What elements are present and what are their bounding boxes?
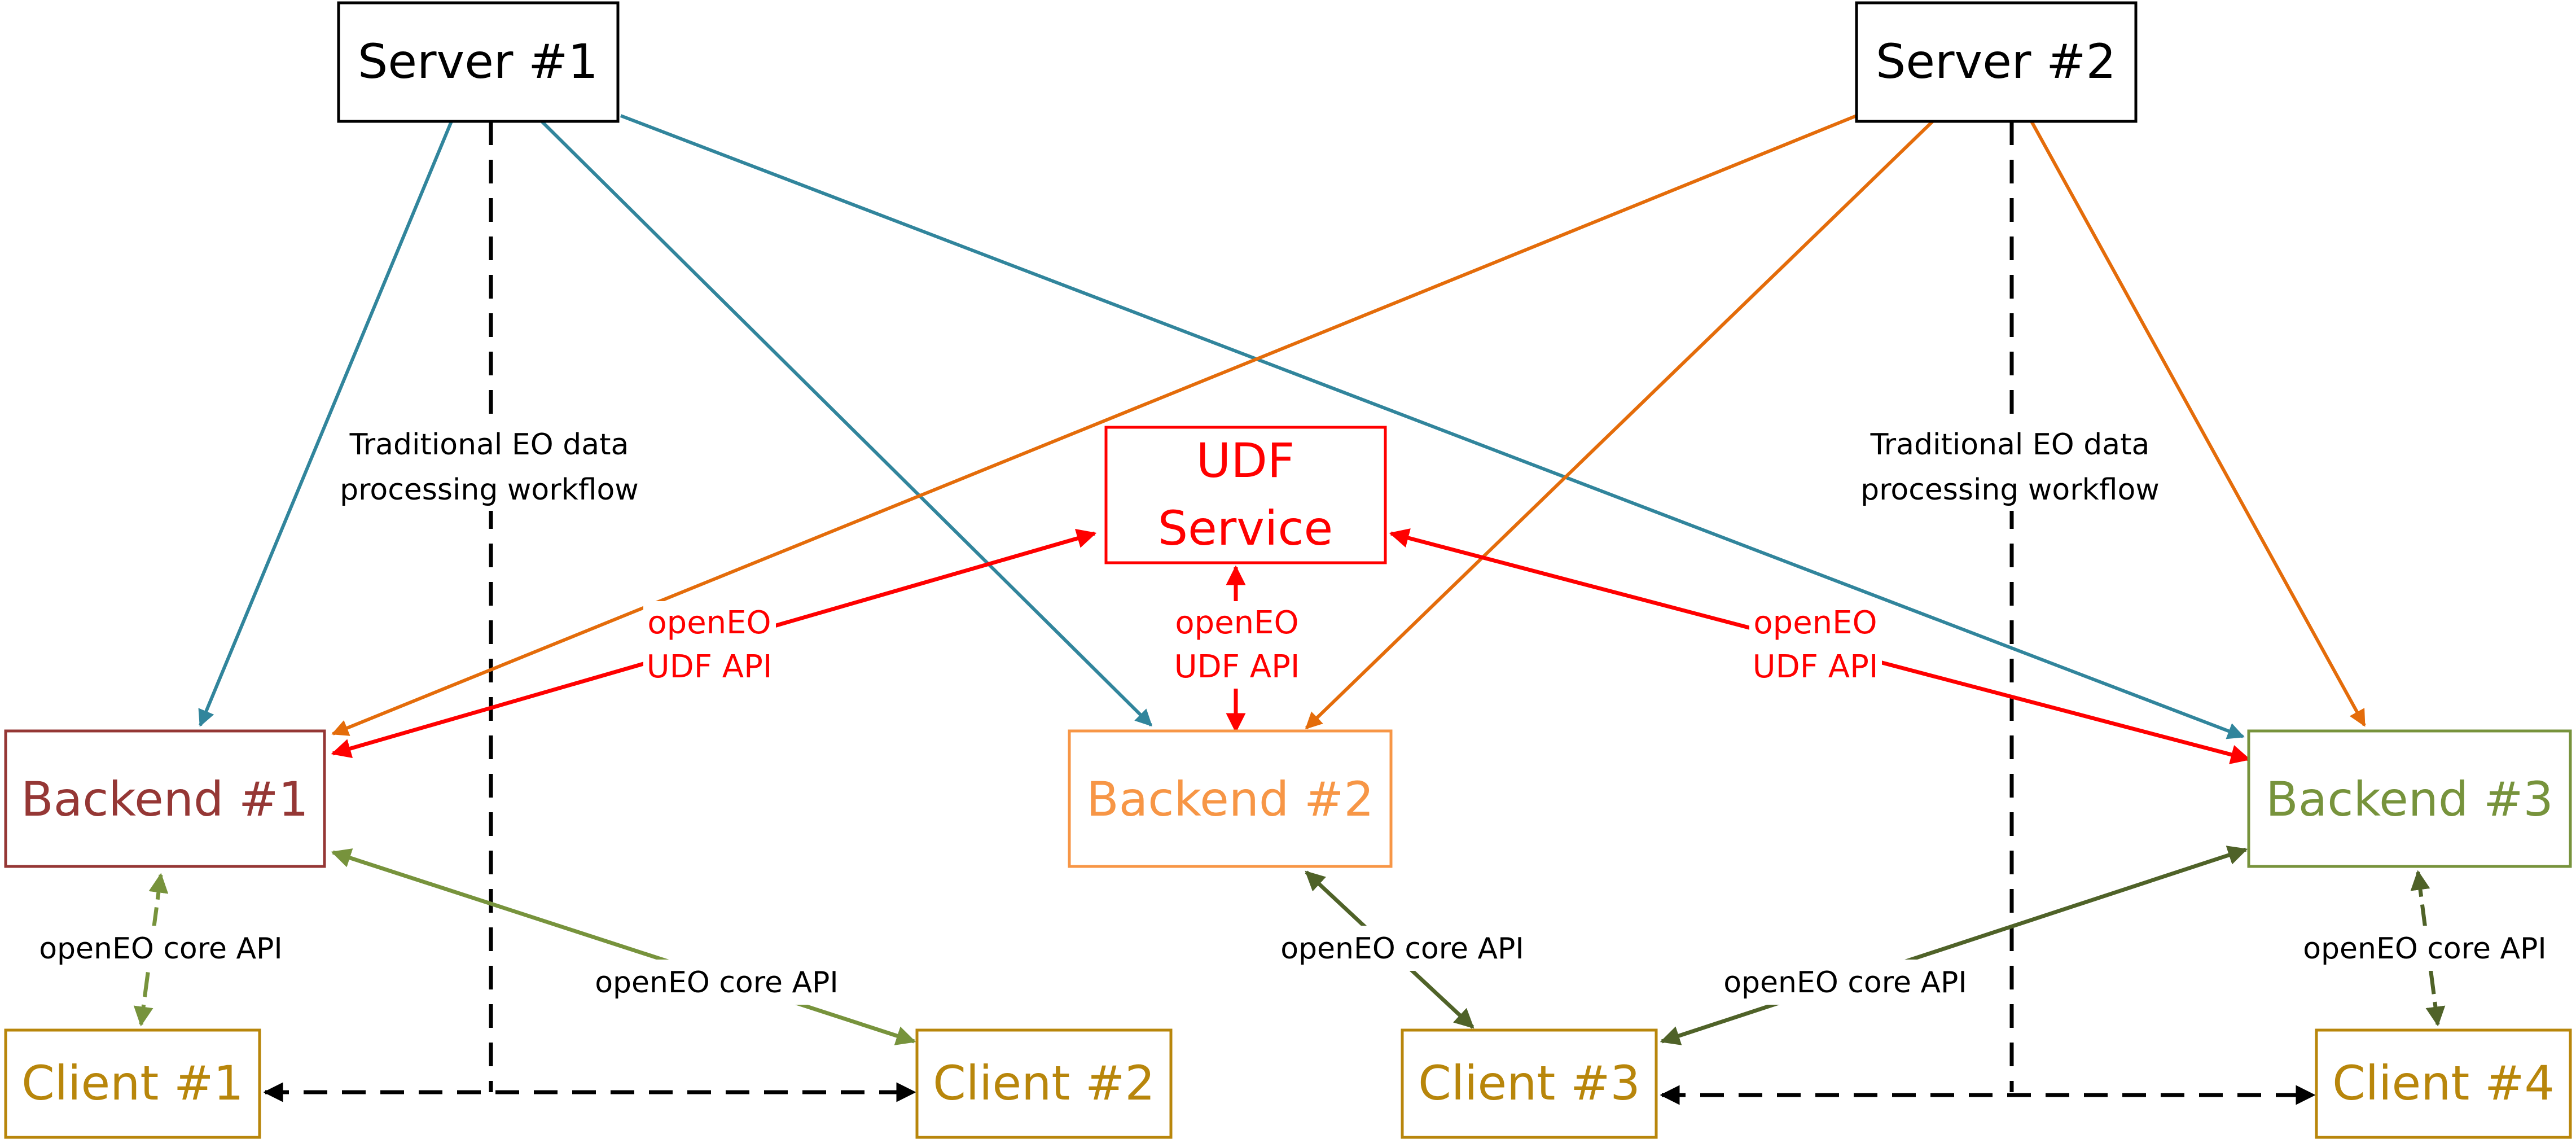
core-api-label-1: openEO core API: [14, 926, 308, 971]
udf-api-label-left: openEO UDF API: [643, 601, 776, 689]
client1-label: Client #1: [21, 1056, 244, 1111]
client4-label: Client #4: [2332, 1056, 2555, 1111]
client3-node: Client #3: [1401, 1028, 1658, 1139]
client4-node: Client #4: [2315, 1028, 2572, 1139]
core-api-2-text: openEO core API: [595, 966, 839, 1000]
server1-label: Server #1: [358, 34, 598, 89]
core-api-4-text: openEO core API: [1723, 966, 1967, 1000]
udf-api-right-line1: openEO: [1753, 605, 1877, 641]
workflow-left-line1: Traditional EO data: [349, 428, 629, 462]
core-api-1-text: openEO core API: [39, 932, 283, 966]
core-api-3-text: openEO core API: [1280, 932, 1524, 966]
client3-label: Client #3: [1418, 1056, 1640, 1111]
udf-service-node: UDF Service: [1104, 426, 1387, 564]
udf-label-line2: Service: [1158, 501, 1333, 556]
server1-backend1-arrow: [198, 120, 453, 727]
udf-api-center-line2: UDF API: [1174, 649, 1300, 685]
workflow-left-line2: processing workflow: [340, 473, 639, 507]
backend1-label: Backend #1: [21, 772, 309, 827]
client2-node: Client #2: [915, 1028, 1173, 1139]
udf-api-center-line1: openEO: [1175, 605, 1298, 641]
server2-node: Server #2: [1855, 1, 2138, 123]
backend3-client3-arrow: [1660, 846, 2248, 1045]
udf-label-line1: UDF: [1196, 433, 1294, 488]
udf-api-right-line2: UDF API: [1753, 649, 1879, 685]
workflow-label-left: Traditional EO data processing workflow: [333, 421, 649, 511]
backend2-node: Backend #2: [1068, 729, 1393, 868]
workflow-right-line1: Traditional EO data: [1870, 428, 2150, 462]
server2-label: Server #2: [1876, 34, 2116, 89]
workflow-right-line2: processing workflow: [1860, 473, 2160, 507]
core-api-label-4: openEO core API: [1699, 960, 1992, 1005]
core-api-label-2: openEO core API: [570, 960, 863, 1005]
workflow-label-right: Traditional EO data processing workflow: [1854, 421, 2170, 511]
udf-api-label-center: openEO UDF API: [1171, 601, 1304, 689]
backend1-node: Backend #1: [4, 729, 326, 868]
backend1-client2-arrow: [331, 848, 916, 1045]
core-api-label-3: openEO core API: [1256, 926, 1549, 971]
server2-backend3-arrow: [2030, 120, 2366, 727]
core-api-label-5: openEO core API: [2294, 926, 2565, 971]
server1-node: Server #1: [337, 1, 620, 123]
backend3-label: Backend #3: [2266, 772, 2553, 827]
udf-api-left-line2: UDF API: [647, 649, 773, 685]
udf-api-label-right: openEO UDF API: [1749, 601, 1882, 689]
udf-api-left-line1: openEO: [647, 605, 771, 641]
client2-label: Client #2: [933, 1056, 1155, 1111]
client1-node: Client #1: [4, 1028, 261, 1139]
core-api-5-text: openEO core API: [2303, 932, 2547, 966]
backend2-label: Backend #2: [1086, 772, 1374, 827]
backend3-node: Backend #3: [2247, 729, 2572, 868]
